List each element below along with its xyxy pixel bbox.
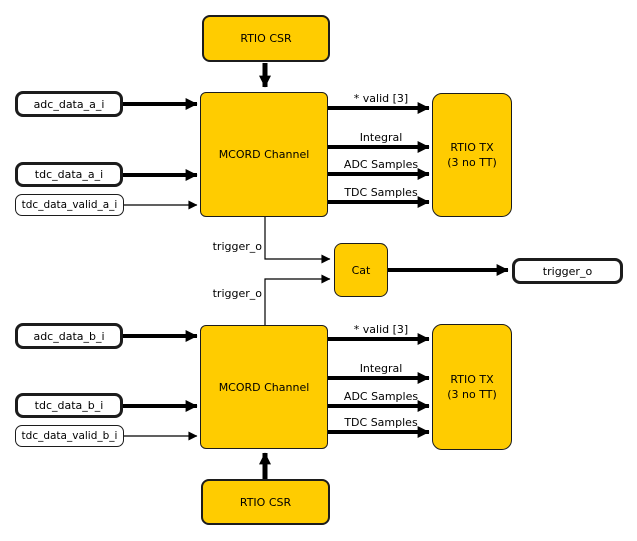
node-label: RTIO CSR	[239, 495, 292, 509]
port-label: adc_data_a_i	[33, 97, 105, 111]
port-label: trigger_o	[542, 264, 593, 278]
node-label: Cat	[351, 263, 371, 277]
node-label-line1: RTIO TX	[450, 141, 494, 154]
port-label: adc_data_b_i	[33, 329, 105, 343]
port-label: tdc_data_a_i	[34, 168, 104, 181]
edge-label-tdc-samples-b: TDC Samples	[344, 416, 418, 429]
node-cat: Cat	[334, 243, 388, 297]
edge-label-tdc-samples-a: TDC Samples	[344, 186, 418, 199]
port-tdc-data-valid-b-i: tdc_data_valid_b_i	[15, 425, 124, 447]
edge-mcord-a-trigger-to-cat	[264, 217, 331, 264]
node-label-line1: RTIO TX	[450, 373, 494, 386]
edge-label-integral-b: Integral	[359, 362, 403, 375]
node-label: MCORD Channel	[218, 380, 310, 394]
port-label: tdc_data_valid_a_i	[21, 198, 118, 211]
node-mcord-channel-a: MCORD Channel	[200, 92, 328, 217]
node-label-line2: (3 no TT)	[447, 156, 497, 169]
port-adc-data-a-i: adc_data_a_i	[15, 91, 123, 117]
port-trigger-o-out: trigger_o	[512, 258, 623, 284]
node-mcord-channel-b: MCORD Channel	[200, 325, 328, 449]
node-label: MCORD Channel	[218, 148, 310, 161]
node-label-line2: (3 no TT)	[447, 388, 497, 401]
edge-label-valid-a: * valid [3]	[353, 92, 409, 105]
edge-label-integral-a: Integral	[359, 131, 403, 144]
node-rtio-tx-a: RTIO TX (3 no TT)	[432, 93, 512, 217]
node-rtio-csr-top: RTIO CSR	[202, 15, 330, 62]
edge-label-trigger-b: trigger_o	[212, 287, 262, 300]
port-tdc-data-a-i: tdc_data_a_i	[15, 162, 123, 187]
edge-label-trigger-a: trigger_o	[212, 240, 262, 253]
node-rtio-tx-b: RTIO TX (3 no TT)	[432, 324, 512, 450]
port-adc-data-b-i: adc_data_b_i	[15, 323, 123, 349]
edge-mcord-b-trigger-to-cat	[264, 274, 331, 325]
node-label: RTIO CSR	[240, 32, 292, 45]
edge-label-adc-samples-b: ADC Samples	[343, 390, 419, 403]
edge-label-valid-b: * valid [3]	[353, 323, 409, 336]
port-tdc-data-valid-a-i: tdc_data_valid_a_i	[15, 194, 124, 216]
port-tdc-data-b-i: tdc_data_b_i	[15, 393, 123, 418]
node-rtio-csr-bottom: RTIO CSR	[201, 479, 330, 525]
port-label: tdc_data_valid_b_i	[21, 429, 118, 442]
port-label: tdc_data_b_i	[34, 399, 104, 412]
edge-label-adc-samples-a: ADC Samples	[343, 158, 419, 171]
